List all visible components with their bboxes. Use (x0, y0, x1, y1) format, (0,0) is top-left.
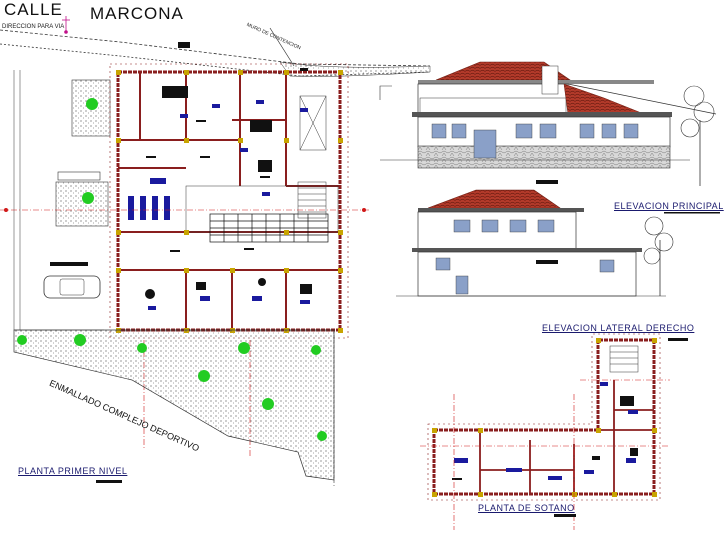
basement-plan (420, 333, 670, 530)
elevation-tree-icon (680, 85, 715, 186)
first-floor-title-bar (96, 480, 122, 483)
wall-leader-bar (300, 68, 308, 71)
car-icon (43, 262, 101, 299)
first-floor-plan (109, 63, 349, 339)
basement-title-bar (554, 514, 576, 517)
basement-title: PLANTA DE SOTANO (478, 503, 575, 513)
street-label-left: CALLE (4, 0, 63, 19)
right-elevation-title: ELEVACION LATERAL DERECHO (542, 323, 695, 333)
wall-leader (269, 27, 295, 67)
north-arrow-icon (379, 85, 392, 100)
first-floor-title: PLANTA PRIMER NIVEL (18, 466, 128, 476)
right-elevation (396, 189, 720, 341)
north-block (178, 42, 190, 48)
main-elevation-title: ELEVACION PRINCIPAL (614, 201, 724, 211)
tree-icons (17, 98, 327, 441)
direction-marker (62, 16, 70, 34)
left-garden (55, 79, 111, 227)
main-elevation (380, 61, 717, 186)
elevation-tree-2-icon (643, 216, 674, 296)
sports-complex-area (13, 329, 335, 486)
street-label-right: MARCONA (90, 4, 184, 23)
street-edge (0, 29, 431, 77)
direction-note: DIRECCION PARA VIA (2, 24, 65, 30)
section-axis-a (0, 208, 370, 212)
